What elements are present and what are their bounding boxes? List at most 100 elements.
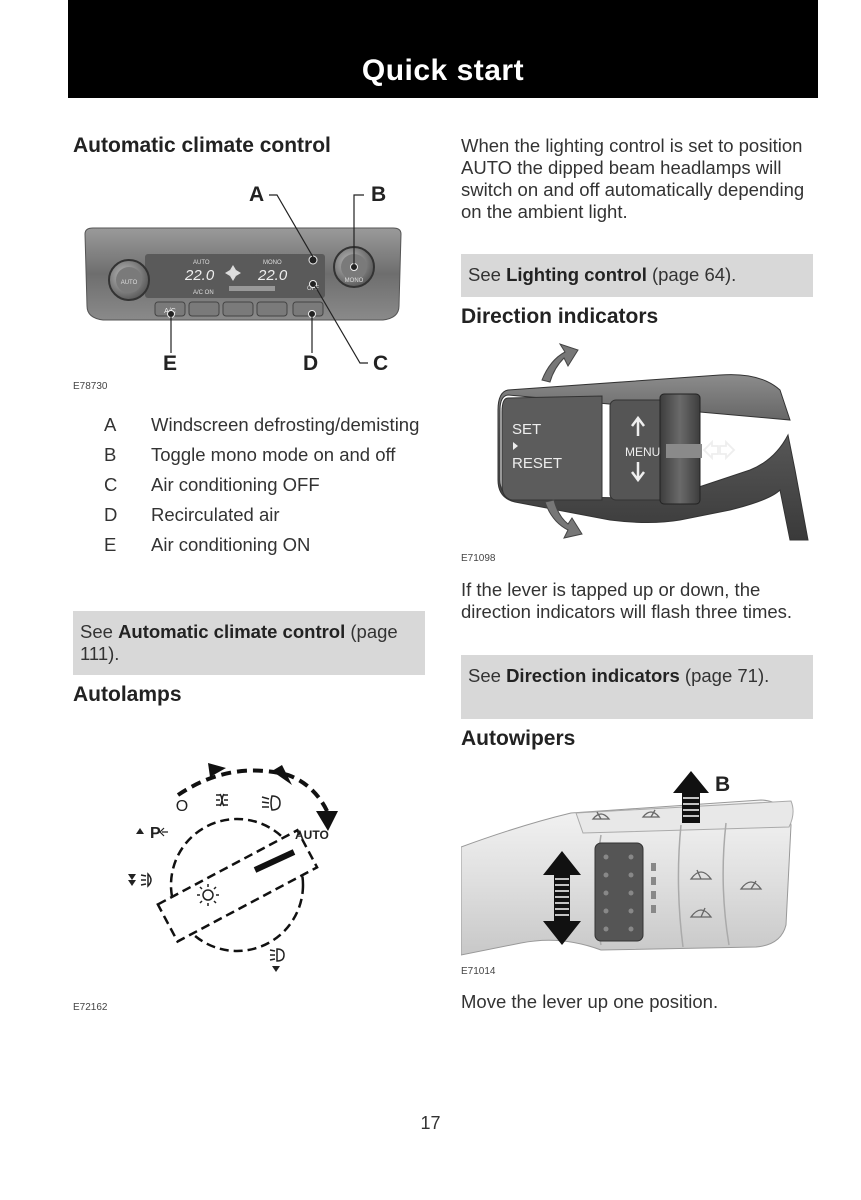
display-mono: MONO — [263, 260, 282, 266]
rear-fog-lamp-icon — [269, 948, 285, 972]
washer-icon — [739, 880, 763, 890]
callout-b: B — [371, 183, 387, 206]
menu-label: MENU — [625, 445, 660, 459]
page-title: Quick start — [361, 54, 525, 87]
arrow-left-icon — [702, 439, 719, 461]
legend-key: D — [104, 504, 118, 525]
headlamp-icon — [261, 795, 281, 811]
callout-e: E — [163, 352, 178, 375]
climate-note: See Automatic climate control (page 111)… — [73, 611, 425, 675]
defrost-indicator — [308, 255, 318, 265]
legend-item: D Recirculated air — [104, 504, 424, 526]
legend-item: B Toggle mono mode on and off — [104, 444, 424, 466]
position-off-label: O — [176, 798, 188, 815]
lighting-paragraph: When the lighting control is set to posi… — [461, 135, 805, 222]
legend-text: Recirculated air — [151, 504, 280, 525]
push-up-arrow-icon — [673, 771, 709, 823]
legend-item: A Windscreen defrosting/demisting — [104, 414, 424, 436]
figure-code: E71098 — [461, 553, 496, 564]
legend-key: E — [104, 534, 117, 555]
sidelamp-icon — [216, 793, 228, 807]
off-label: OFF — [307, 286, 319, 292]
dial-pointer — [253, 849, 296, 873]
wiper-lever-illustration — [460, 771, 794, 956]
legend-item: C Air conditioning OFF — [104, 474, 424, 496]
wiper-thumbwheel — [594, 842, 644, 942]
legend-key: B — [104, 444, 117, 465]
note-suffix: (page 111). — [80, 621, 398, 664]
headlamp-dial-illustration: O AUTO P — [128, 763, 338, 972]
legend-text: Windscreen defrosting/demisting — [151, 414, 420, 435]
legend-key: A — [104, 414, 117, 435]
legend-text: Air conditioning OFF — [151, 474, 320, 495]
temp-left: 22.0 — [184, 267, 215, 284]
display-auto: AUTO — [193, 260, 210, 266]
mono-indicator — [350, 263, 358, 271]
callout-line-b — [353, 194, 364, 264]
indicator-lever-illustration: SET RESET MENU — [497, 343, 809, 541]
note-link[interactable]: Lighting control — [506, 264, 647, 285]
ac-off-indicator — [309, 280, 317, 288]
arrow-right-icon — [719, 439, 736, 461]
note-prefix: See — [80, 621, 119, 642]
legend-text: Toggle mono mode on and off — [151, 444, 396, 465]
note-link[interactable]: Direction indicators — [506, 665, 680, 686]
mono-knob-label: MONO — [345, 278, 364, 284]
autowipers-heading: Autowipers — [461, 727, 576, 750]
rear-wash-icon — [641, 809, 661, 818]
climate-figure: AUTO MONO AUTO MONO 22.0 22.0 A/C ON OFF… — [73, 178, 425, 378]
note-prefix: See — [468, 665, 507, 686]
wipers-figure: B — [460, 765, 813, 960]
note-suffix: (page 71). — [679, 665, 770, 686]
figure-code: E71014 — [461, 966, 496, 977]
brightness-icon — [197, 884, 219, 906]
lever-up-arrow-icon — [541, 343, 579, 383]
rear-wiper-icon — [591, 811, 611, 820]
lighting-note: See Lighting control (page 64). — [461, 254, 813, 297]
direction-note: See Direction indicators (page 71). — [461, 655, 813, 719]
climate-heading: Automatic climate control — [73, 134, 331, 157]
callout-line-a — [269, 194, 314, 258]
reset-label: RESET — [512, 455, 562, 472]
figure-code: E72162 — [73, 1002, 108, 1013]
note-prefix: See — [468, 264, 507, 285]
front-fog-lamp-icon — [128, 872, 152, 888]
autolamps-figure: O AUTO P — [110, 755, 350, 985]
fan-icon — [225, 265, 241, 281]
arrow-head-icon — [316, 811, 338, 831]
callout-a: A — [249, 183, 265, 206]
callout-b-wiper: B — [715, 773, 731, 796]
menu-up-icon — [631, 415, 645, 436]
callout-c: C — [373, 352, 389, 375]
climate-panel-illustration: AUTO MONO AUTO MONO 22.0 22.0 A/C ON OFF… — [84, 194, 402, 364]
temp-right: 22.0 — [257, 267, 288, 284]
ac-on-indicator — [167, 310, 175, 318]
figure-code: E78730 — [73, 381, 108, 392]
climate-legend: A Windscreen defrosting/demisting B Togg… — [104, 414, 424, 564]
parking-lamp-icon: P — [136, 825, 168, 842]
lever-down-arrow-icon — [544, 499, 583, 539]
menu-down-icon — [631, 462, 645, 483]
callout-line-c — [314, 285, 368, 364]
position-auto-label: AUTO — [295, 828, 329, 842]
note-suffix: (page 64). — [646, 264, 737, 285]
page-number: 17 — [420, 1113, 441, 1133]
updown-arrow-icon — [543, 851, 581, 945]
legend-item: E Air conditioning ON — [104, 534, 424, 556]
front-wiper-icon — [689, 869, 713, 880]
wipers-paragraph: Move the lever up one position. — [461, 991, 719, 1012]
svg-text:P: P — [150, 825, 161, 842]
legend-key: C — [104, 474, 118, 495]
header-bar: Quick start — [68, 0, 818, 98]
legend-text: Air conditioning ON — [151, 534, 311, 555]
auto-knob-label: AUTO — [121, 280, 138, 286]
set-label: SET — [512, 421, 541, 438]
note-link[interactable]: Automatic climate control — [118, 621, 346, 642]
callout-d: D — [303, 352, 319, 375]
direction-paragraph: If the lever is tapped up or down, the d… — [461, 579, 793, 622]
display-ac-on: A/C ON — [193, 290, 214, 296]
direction-heading: Direction indicators — [461, 305, 659, 328]
recirc-indicator — [308, 310, 316, 318]
direction-figure: SET RESET MENU — [490, 340, 810, 545]
front-wiper-sensitivity-icon — [689, 907, 713, 918]
